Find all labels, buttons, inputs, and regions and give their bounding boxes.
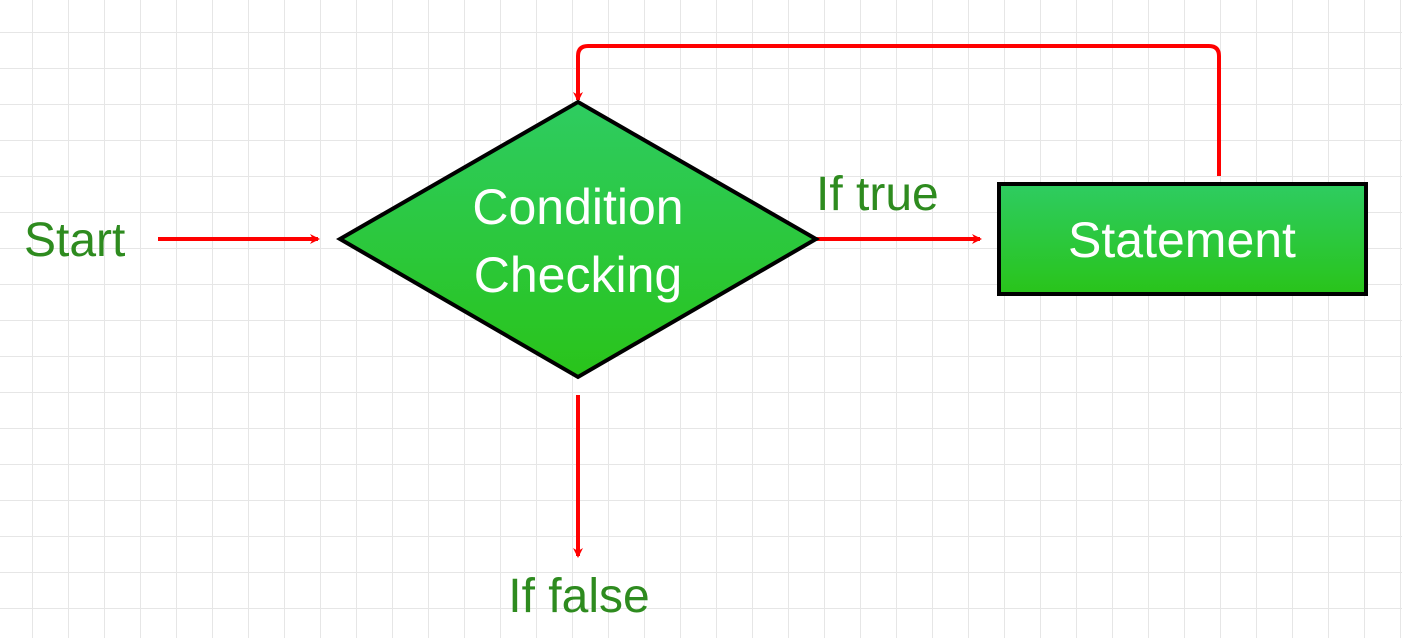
statement-label: Statement [1068,212,1296,268]
start-label: Start [24,214,125,267]
condition-line-2: Checking [474,247,682,303]
condition-diamond[interactable] [336,99,820,380]
condition-line-1: Condition [472,179,683,235]
if-true-label: If true [816,168,939,221]
statement-box[interactable] [997,182,1368,296]
if-false-label: If false [508,570,649,623]
loop-back-arrow [573,44,1221,176]
